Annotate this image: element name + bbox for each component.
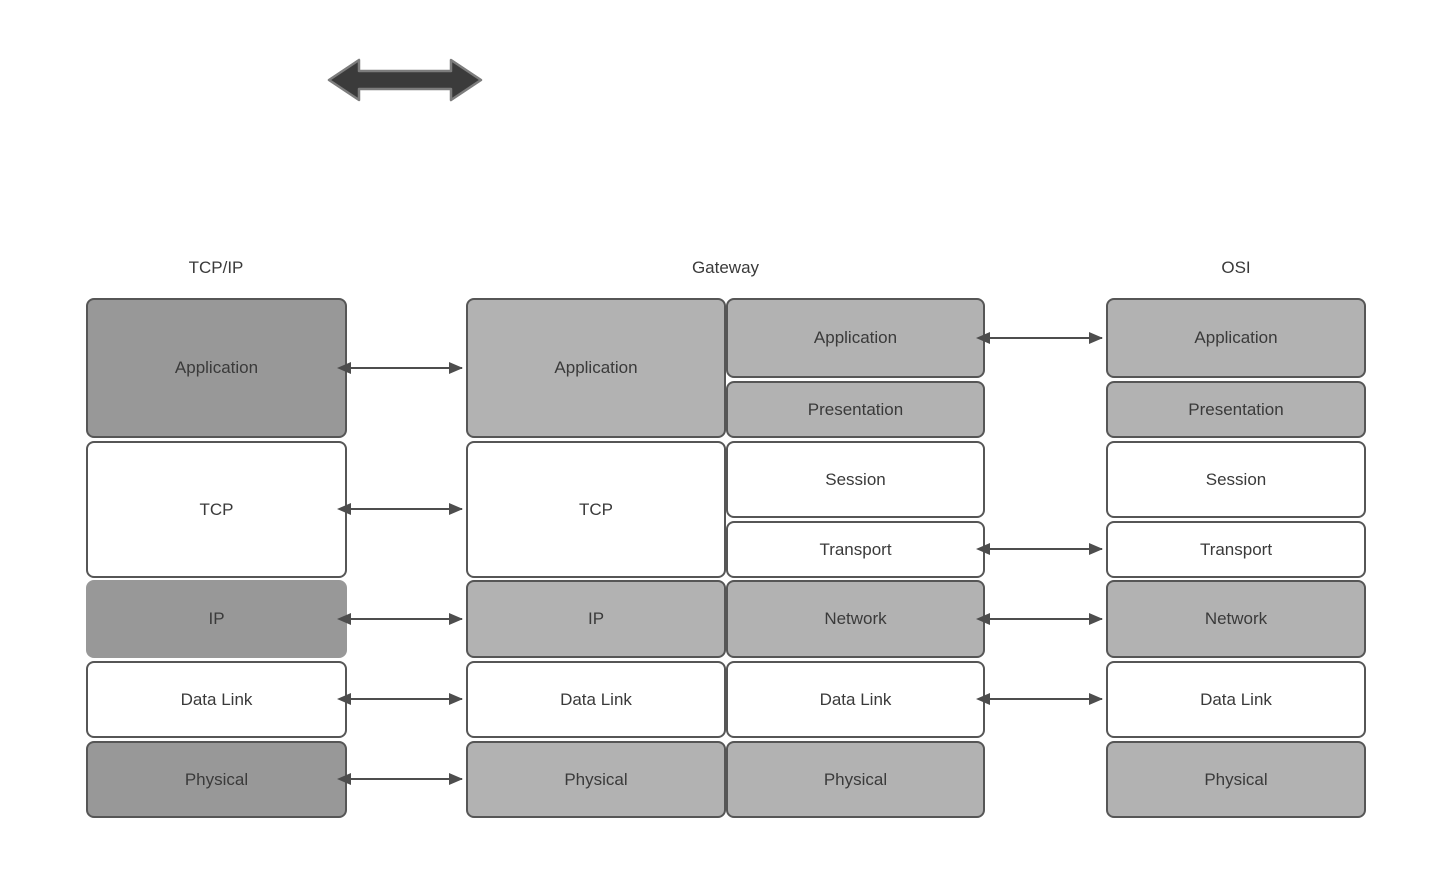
layer-label: Presentation	[1188, 399, 1284, 419]
layer-box-tcpip-application: Application	[86, 298, 347, 438]
layer-box-osi-session: Session	[1106, 441, 1366, 518]
layer-box-gateway-right-physical: Physical	[726, 741, 985, 818]
layer-box-osi-network: Network	[1106, 580, 1366, 658]
layer-label: Transport	[1199, 539, 1273, 559]
layer-box-gateway-left-ip: IP	[466, 580, 726, 658]
layer-box-tcpip-data-link: Data Link	[86, 661, 347, 738]
layer-label: Application	[174, 358, 259, 377]
layer-box-tcpip-physical: Physical	[86, 741, 347, 818]
layer-box-osi-presentation: Presentation	[1106, 381, 1366, 438]
layer-box-gateway-right-application: Application	[726, 298, 985, 378]
layer-label: Physical	[564, 769, 628, 789]
layer-box-tcpip-ip: IP	[86, 580, 347, 658]
layer-box-tcpip-tcp: TCP	[86, 441, 347, 578]
layer-box-gateway-left-application: Application	[466, 298, 726, 438]
layer-label: Session	[825, 469, 886, 489]
layer-box-gateway-right-session: Session	[726, 441, 985, 518]
layer-label: Physical	[823, 769, 888, 789]
layer-label: Application	[813, 328, 898, 347]
layer-box-gateway-right-data-link: Data Link	[726, 661, 985, 738]
layer-label: Network	[824, 609, 887, 628]
layer-label: Transport	[819, 539, 892, 559]
layer-box-gateway-left-tcp: TCP	[466, 441, 726, 578]
layer-label: Physical	[184, 769, 249, 789]
layer-label: Data Link	[560, 689, 632, 709]
layer-label: TCP	[579, 499, 613, 519]
layer-box-osi-transport: Transport	[1106, 521, 1366, 578]
layer-label: IP	[208, 609, 225, 628]
column-header-osi: OSI	[1221, 258, 1251, 277]
layer-label: Network	[1204, 609, 1268, 628]
layer-box-gateway-right-network: Network	[726, 580, 985, 658]
layer-label: Data Link	[819, 689, 892, 709]
layer-label: Physical	[1204, 769, 1268, 789]
layer-box-gateway-left-data-link: Data Link	[466, 661, 726, 738]
layer-label: Session	[1205, 469, 1267, 489]
layer-box-osi-physical: Physical	[1106, 741, 1366, 818]
layer-label: TCP	[199, 499, 234, 519]
layer-label: Data Link	[1200, 689, 1272, 709]
layer-box-gateway-left-physical: Physical	[466, 741, 726, 818]
column-header-gateway: Gateway	[691, 258, 760, 277]
layer-label: Application	[554, 358, 638, 377]
layer-box-osi-data-link: Data Link	[1106, 661, 1366, 738]
layer-box-osi-application: Application	[1106, 298, 1366, 378]
layer-box-gateway-right-presentation: Presentation	[726, 381, 985, 438]
layer-label: Presentation	[807, 399, 904, 419]
layer-box-gateway-right-transport: Transport	[726, 521, 985, 578]
layer-label: IP	[587, 609, 605, 628]
column-header-tcpip: TCP/IP	[188, 258, 244, 277]
double-headed-arrow-icon	[327, 58, 483, 102]
layer-label: Application	[1194, 328, 1278, 347]
layer-label: Data Link	[180, 689, 253, 709]
